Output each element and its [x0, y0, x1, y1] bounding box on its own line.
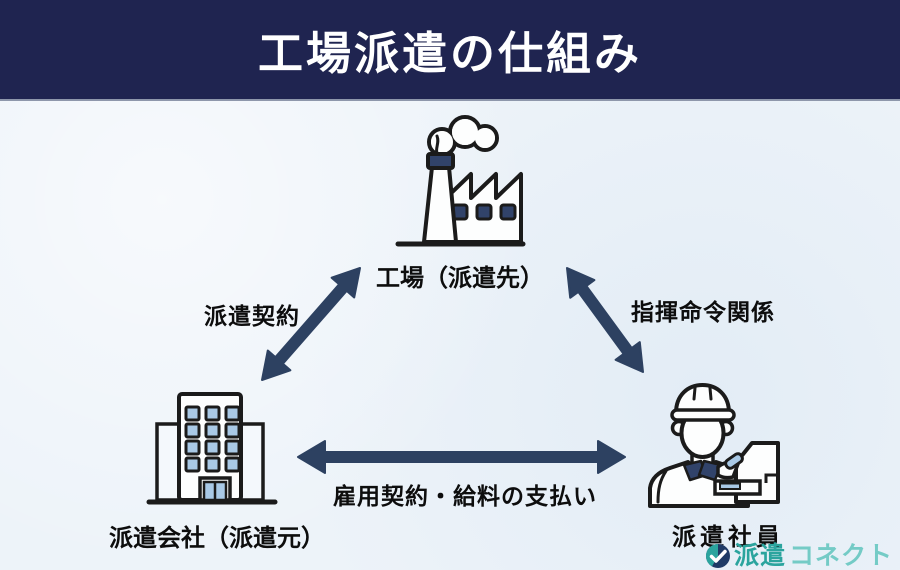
- employment-contract-label: 雇用契約・給料の支払い: [333, 483, 597, 509]
- command-relationship-arrow: [566, 267, 644, 373]
- staff-node: [648, 375, 788, 508]
- brand-logo-text-secondary: コネクト: [788, 541, 893, 570]
- agency-node-label: 派遣会社（派遣元）: [109, 525, 325, 552]
- title-banner: 工場派遣の仕組み: [0, 0, 900, 101]
- employment-contract-arrow: [297, 440, 626, 474]
- brand-logo-text-primary: 派遣: [733, 541, 786, 570]
- check-circle-icon: [705, 544, 730, 568]
- factory-node: [390, 110, 530, 250]
- dispatch-contract-arrow: [261, 267, 361, 381]
- dispatch-contract-label: 派遣契約: [204, 303, 300, 329]
- agency-node: [145, 388, 281, 512]
- office-building-icon: [146, 392, 278, 505]
- page-title: 工場派遣の仕組み: [257, 28, 642, 79]
- command-relationship-label: 指揮命令関係: [631, 299, 775, 325]
- helmet-worker-icon: [648, 383, 780, 508]
- factory-icon: [395, 115, 526, 247]
- brand-logo: 派遣 コネクト: [705, 543, 893, 569]
- factory-node-label: 工場（派遣先）: [376, 265, 544, 292]
- staff-node-label: 派遣社員: [672, 524, 784, 551]
